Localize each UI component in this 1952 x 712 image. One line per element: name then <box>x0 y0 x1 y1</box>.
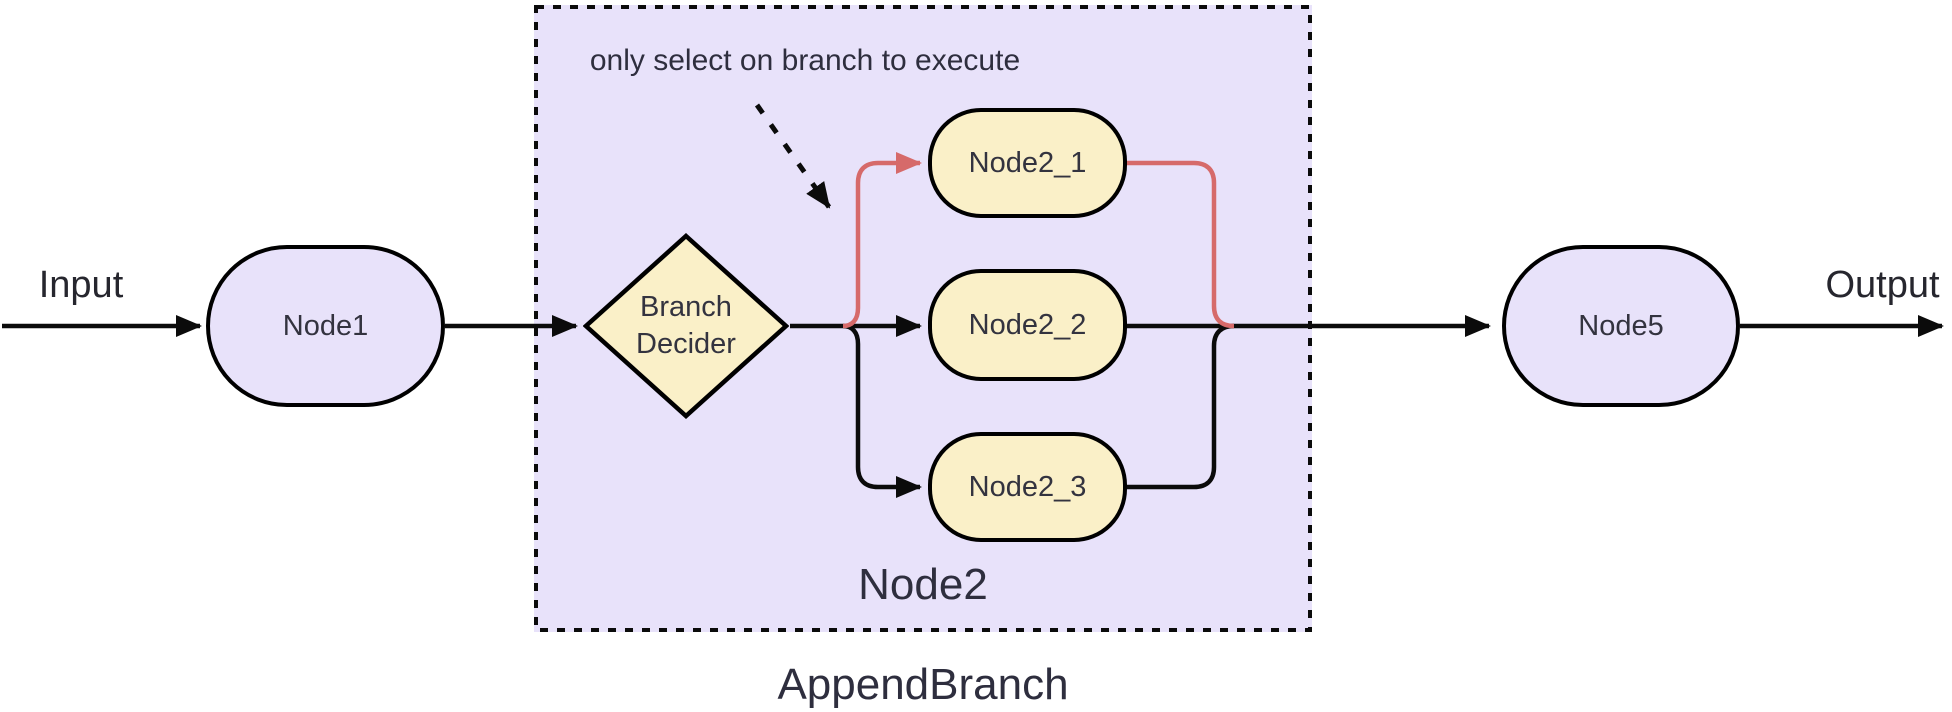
edge-node2_1-merge-red <box>1127 160 1235 329</box>
node-node2-1-label: Node2_1 <box>968 146 1087 179</box>
node-node2-2: Node2_2 <box>928 269 1127 381</box>
node-branch-decider-label: Branch Decider <box>636 290 736 360</box>
node-node2-2-label: Node2_2 <box>968 308 1087 341</box>
edge-node2_3-merge <box>1127 323 1235 490</box>
node-node5: Node5 <box>1502 245 1740 407</box>
output-label: Output <box>1825 264 1940 306</box>
node-node1: Node1 <box>206 245 445 407</box>
edge-decider-to-node2_3 <box>842 323 922 498</box>
input-label: Input <box>38 264 124 306</box>
node-node5-label: Node5 <box>1578 309 1664 342</box>
annotation-text: only select on branch to execute <box>589 44 1021 77</box>
node2-cluster-label: Node2 <box>858 560 988 609</box>
node-branch-decider: Branch Decider <box>583 233 789 419</box>
appendbranch-cluster-label: AppendBranch <box>777 660 1069 709</box>
diamond-shape <box>583 233 789 419</box>
node-node2-3-label: Node2_3 <box>968 470 1087 503</box>
node-node1-label: Node1 <box>282 309 369 342</box>
cluster-dashed-border <box>534 5 1312 632</box>
node-node2-1: Node2_1 <box>928 108 1127 218</box>
annotation-dashed-arrow <box>754 103 832 209</box>
node-node2-3: Node2_3 <box>928 432 1127 542</box>
edge-decider-to-node2_1-red <box>842 152 922 329</box>
